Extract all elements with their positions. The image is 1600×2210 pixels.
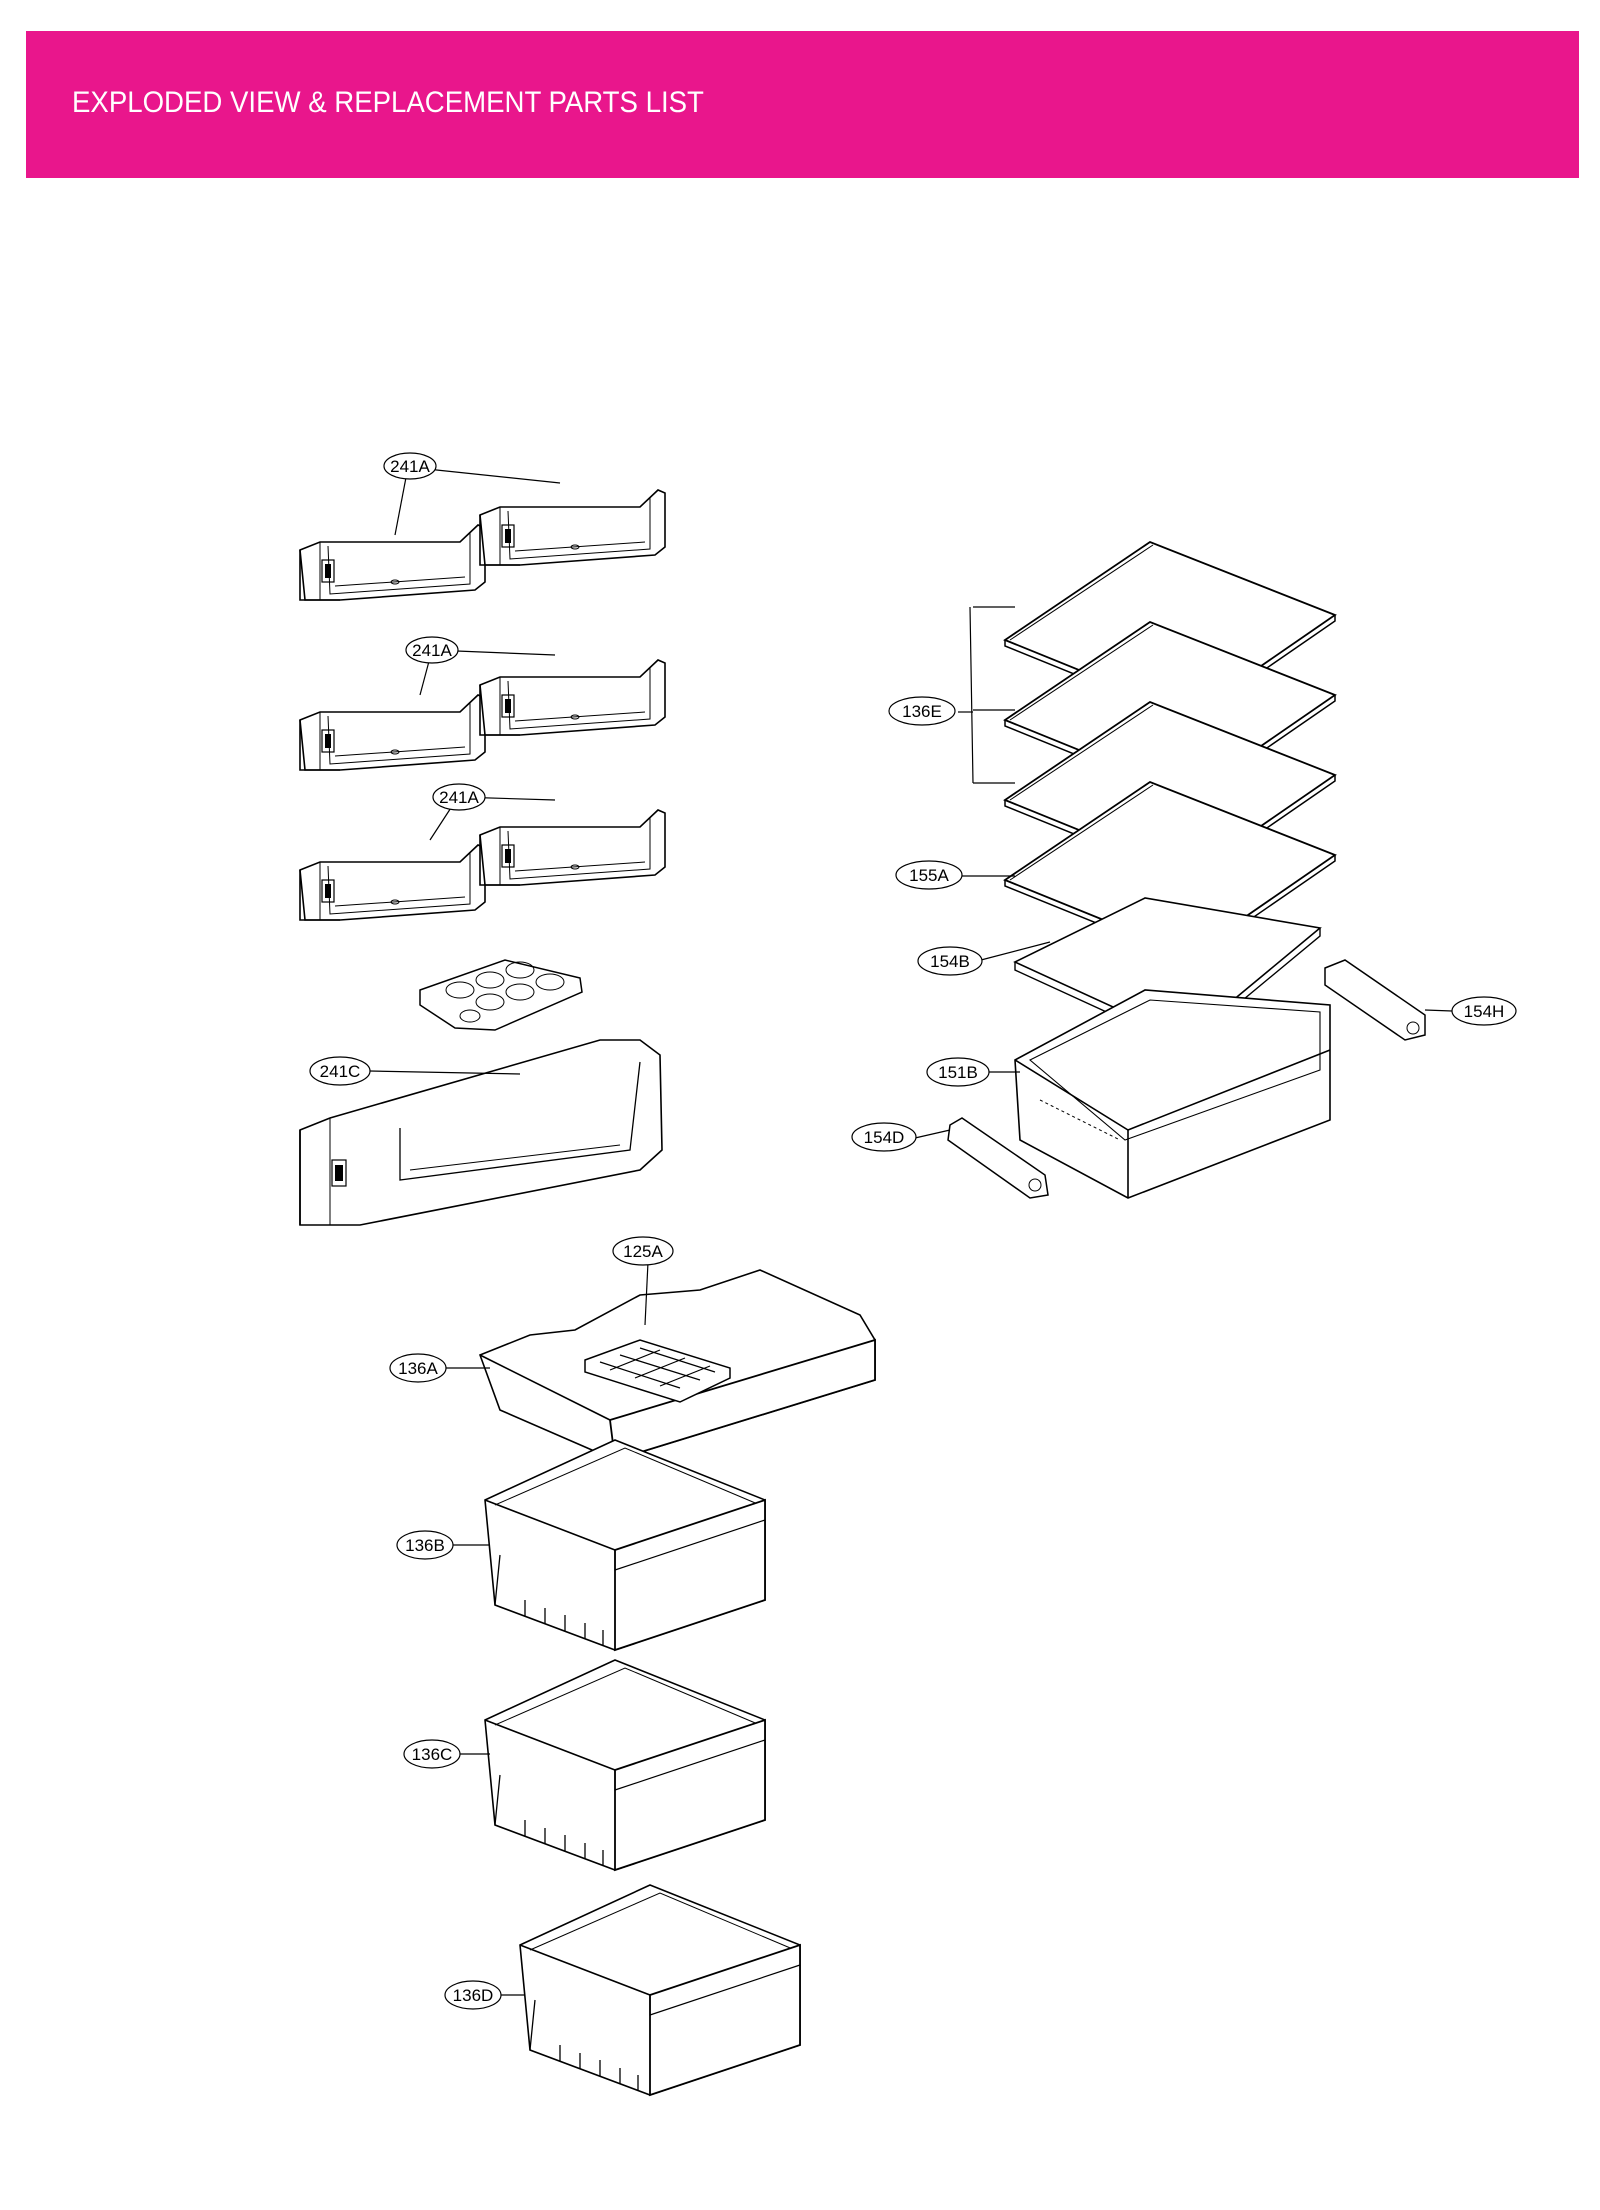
svg-text:154B: 154B — [930, 952, 970, 971]
callout-241a-middle: 241A — [405, 636, 459, 664]
callout-136c: 136C — [403, 1739, 461, 1769]
callout-241c: 241C — [309, 1056, 371, 1086]
callout-154b: 154B — [917, 946, 983, 976]
svg-text:125A: 125A — [623, 1242, 663, 1261]
callout-125a: 125A — [612, 1236, 674, 1266]
svg-text:154H: 154H — [1464, 1002, 1505, 1021]
door-bins-lower-pair — [299, 809, 666, 921]
svg-text:241C: 241C — [320, 1062, 361, 1081]
callout-136e: 136E — [888, 696, 956, 726]
callout-136d: 136D — [444, 1980, 502, 2010]
large-door-bin — [299, 1039, 663, 1226]
callout-154h: 154H — [1451, 996, 1517, 1026]
svg-text:136C: 136C — [412, 1745, 453, 1764]
svg-text:136B: 136B — [405, 1536, 445, 1555]
callout-136b: 136B — [396, 1530, 454, 1560]
svg-text:154D: 154D — [864, 1128, 905, 1147]
svg-text:241A: 241A — [390, 457, 430, 476]
rail-right — [1324, 959, 1426, 1041]
page-header-banner — [26, 31, 1579, 178]
ice-cube-tray — [584, 1339, 731, 1403]
drawer-136c-shape — [484, 1659, 766, 1871]
callout-155a: 155A — [895, 860, 963, 890]
crisper-drawer — [1014, 989, 1331, 1199]
drawer-136b-shape — [484, 1439, 766, 1651]
svg-text:155A: 155A — [909, 866, 949, 885]
egg-tray — [419, 959, 583, 1031]
svg-text:136D: 136D — [453, 1986, 494, 2005]
callout-241a-top: 241A — [383, 452, 437, 480]
callout-241a-lower: 241A — [432, 783, 486, 811]
page-title: EXPLODED VIEW & REPLACEMENT PARTS LIST — [72, 86, 704, 119]
svg-text:241A: 241A — [439, 788, 479, 807]
callout-154d: 154D — [851, 1122, 917, 1152]
drawer-136d-shape — [519, 1884, 801, 2096]
callout-136a: 136A — [389, 1353, 447, 1383]
glass-shelves — [1004, 541, 1336, 962]
svg-text:151B: 151B — [938, 1063, 978, 1082]
rail-left — [947, 1117, 1049, 1199]
callout-151b: 151B — [926, 1057, 990, 1087]
door-bins-top-pair — [299, 489, 666, 601]
svg-text:136E: 136E — [902, 702, 942, 721]
door-bins-middle-pair — [299, 659, 666, 771]
svg-text:241A: 241A — [412, 641, 452, 660]
svg-text:136A: 136A — [398, 1359, 438, 1378]
